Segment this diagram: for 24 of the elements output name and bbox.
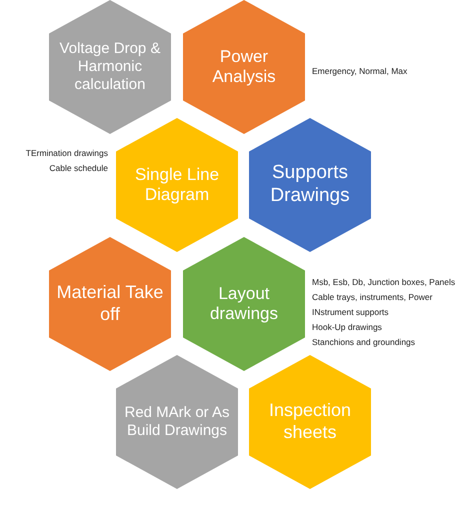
side-note: TErmination drawings	[26, 148, 108, 158]
hexagon-shape	[249, 355, 371, 489]
side-note: Cable trays, instruments, Power	[312, 292, 432, 302]
hexagon-shape	[49, 237, 171, 371]
hexagon-shape	[49, 0, 171, 134]
hexagon-shape	[183, 237, 305, 371]
side-note: Hook-Up drawings	[312, 322, 382, 332]
hexagon-label: Voltage Drop & Harmonic calculation	[58, 40, 162, 94]
side-note: Cable schedule	[49, 163, 108, 173]
side-note: Stanchions and groundings	[312, 337, 416, 347]
side-note: Msb, Esb, Db, Junction boxes, Panels	[312, 277, 456, 287]
hexagon-label: Red MArk or As Build Drawings	[123, 404, 231, 440]
hexagon-label: Power Analysis	[211, 46, 277, 88]
hexagon-label: Single Line Diagram	[134, 164, 220, 206]
side-note: Emergency, Normal, Max	[312, 66, 408, 76]
hexagon-label: Material Take off	[56, 282, 164, 326]
side-note: INstrument supports	[312, 307, 389, 317]
hexagon-label: Supports Drawings	[269, 162, 351, 208]
hexagon-shape	[249, 118, 371, 252]
hexagon-label: Inspection sheets	[268, 400, 352, 444]
hexagon-shape	[183, 0, 305, 134]
hexagon-label: Layout drawings	[208, 284, 280, 324]
hexagon-shape	[116, 118, 238, 252]
hexagon-shape	[116, 355, 238, 489]
